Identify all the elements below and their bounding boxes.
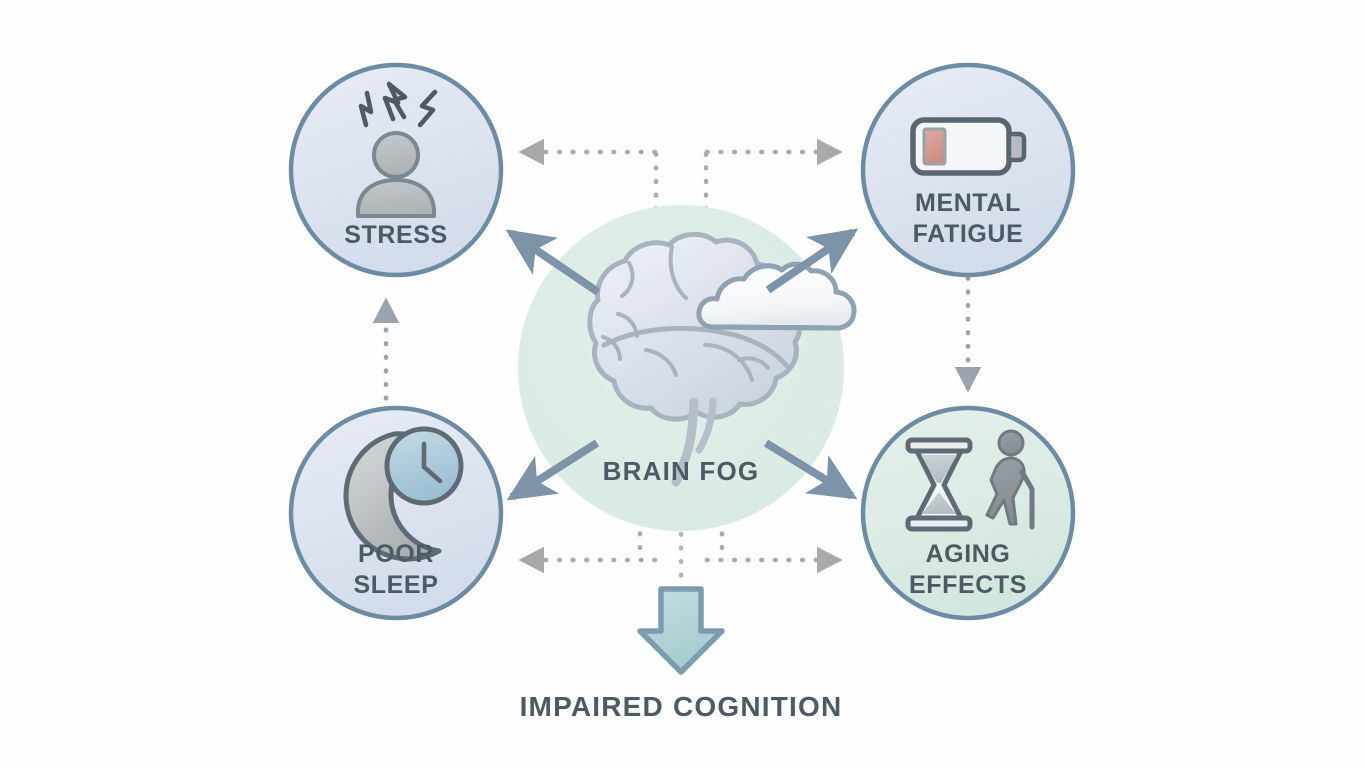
hourglass-elder-icon xyxy=(905,429,1035,532)
node-poor-sleep-label-line1: POOR xyxy=(358,540,434,568)
arrow-center-to-mental-fatigue xyxy=(765,228,859,294)
node-mental-fatigue[interactable]: MENTAL FATIGUE xyxy=(860,62,1076,278)
node-stress-label: STRESS xyxy=(344,221,448,249)
arrow-center-to-aging-effects xyxy=(763,439,858,500)
outcome-arrow xyxy=(637,586,725,675)
cane-icon xyxy=(1019,469,1035,530)
impaired-cognition-arrow-icon xyxy=(637,586,725,675)
stressed-person-icon xyxy=(356,81,438,218)
node-poor-sleep[interactable]: POOR SLEEP xyxy=(288,405,504,621)
node-stress[interactable]: STRESS xyxy=(288,62,504,278)
outcome-label: IMPAIRED COGNITION xyxy=(520,691,843,722)
moon-clock-icon xyxy=(343,426,464,562)
center-hub[interactable]: BRAIN FOG xyxy=(518,205,857,531)
node-mental-fatigue-label-line1: MENTAL xyxy=(915,189,1021,217)
node-aging-effects-label-line1: AGING xyxy=(926,540,1011,568)
brain-cloud-icon xyxy=(587,232,857,487)
arrow-center-to-stress xyxy=(505,229,601,296)
low-battery-icon xyxy=(910,117,1027,176)
node-aging-effects[interactable]: AGING EFFECTS xyxy=(860,405,1076,621)
node-poor-sleep-label-line2: SLEEP xyxy=(354,571,439,599)
arrow-center-to-poor-sleep xyxy=(506,439,600,501)
connection-stress-mental-fatigue xyxy=(518,138,843,216)
battery-level-indicator xyxy=(922,127,947,166)
radial-arrows xyxy=(505,228,859,501)
connection-poor-sleep-aging-effects xyxy=(518,517,843,574)
node-aging-effects-label-line2: EFFECTS xyxy=(909,571,1027,599)
node-mental-fatigue-label-line2: FATIGUE xyxy=(913,220,1024,248)
center-label: BRAIN FOG xyxy=(603,456,760,486)
